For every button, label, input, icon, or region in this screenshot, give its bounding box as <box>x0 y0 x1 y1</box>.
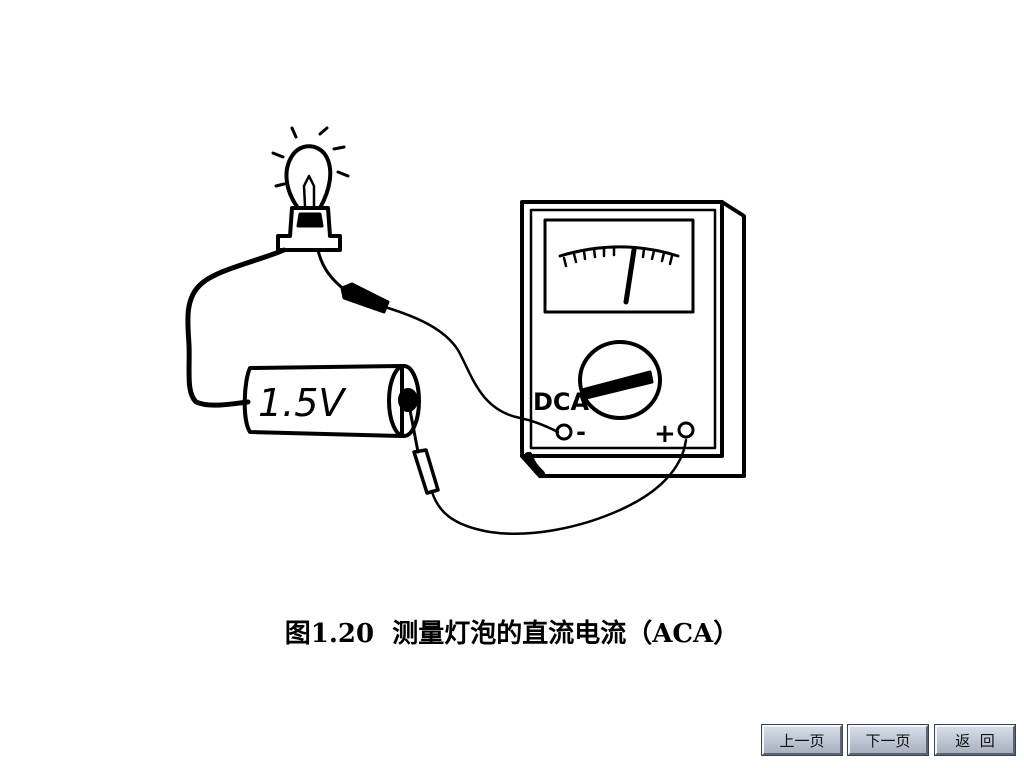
terminal-plus-label: + <box>654 419 676 449</box>
multimeter: DCA - + <box>520 200 746 478</box>
figure-caption: 图1.20 测量灯泡的直流电流（ACA） <box>284 619 740 649</box>
battery-label: 1.5V <box>258 381 347 425</box>
meter-mode-label: DCA <box>533 388 590 416</box>
wire-bulb-to-battery <box>185 247 287 408</box>
bulb-socket <box>276 206 342 252</box>
back-button[interactable]: 返 回 <box>934 724 1016 756</box>
terminal-minus-label: - <box>576 418 586 446</box>
light-bulb <box>271 126 350 210</box>
battery: 1.5V <box>242 364 421 438</box>
prev-page-button[interactable]: 上一页 <box>761 724 843 756</box>
next-page-button[interactable]: 下一页 <box>847 724 929 756</box>
wire-bulb-to-meter <box>316 248 560 434</box>
